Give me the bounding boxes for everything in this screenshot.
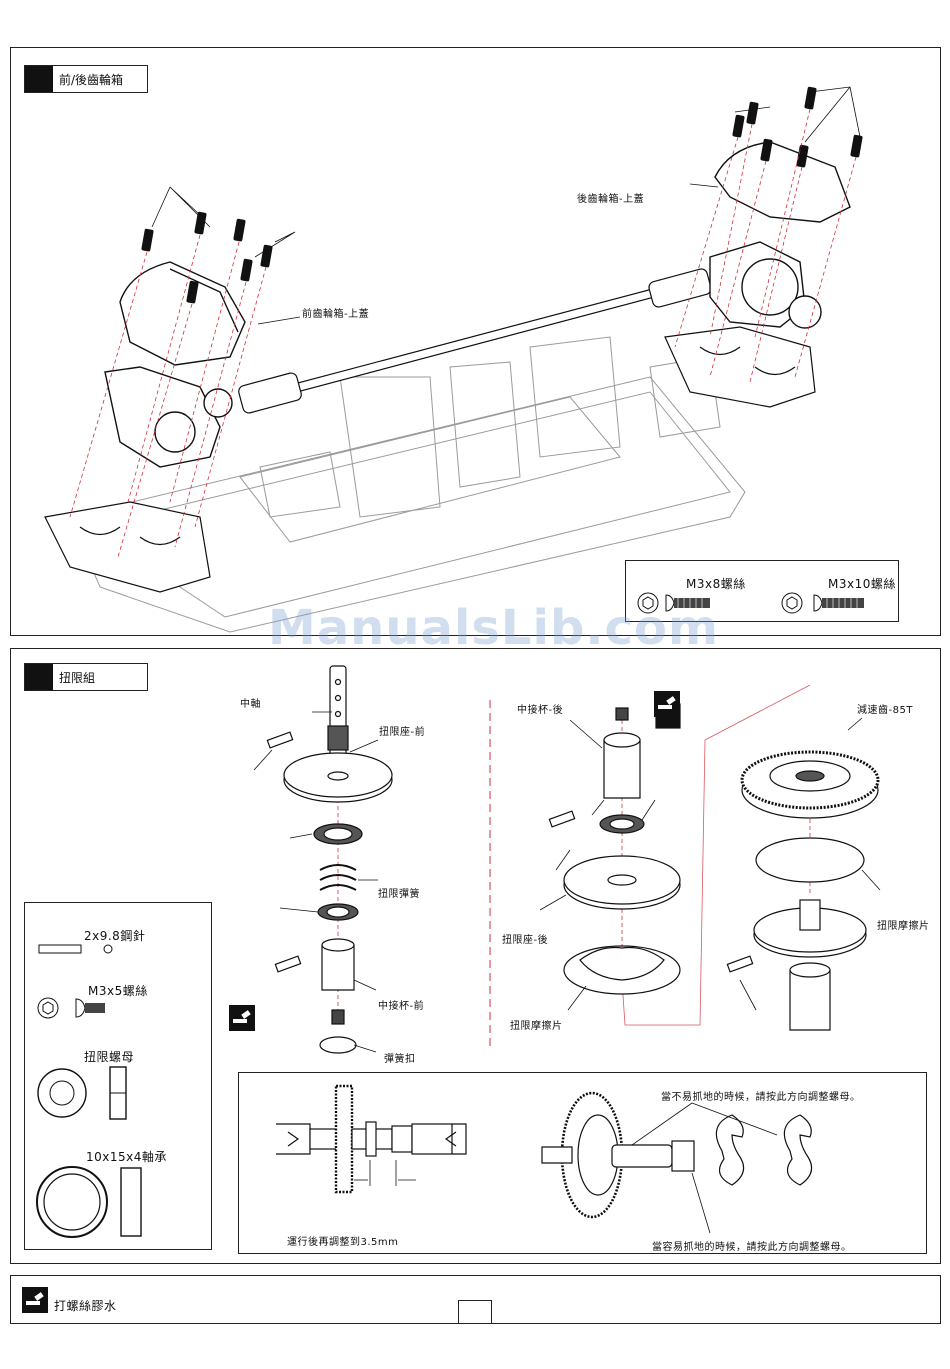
slipper-front-exploded-diagram [250,660,470,1060]
label-center-cup-front: 中接杯-前 [378,997,424,1012]
m3x5-screw-icon [36,995,116,1021]
label-tighten-note: 當不易抓地的時候，請按此方向調整螺母。 [661,1088,861,1103]
footer-glue-label: 打螺絲膠水 [54,1297,117,1314]
label-slipper-seat-front: 扭限座-前 [379,723,425,738]
label-spur-gear: 減速齒-85T [857,701,913,716]
gearbox-assembly-diagram [10,47,939,634]
label-bearing: 10x15x4軸承 [86,1148,167,1165]
label-slipper-spring: 扭限彈簧 [378,885,420,900]
bearing-icon [36,1164,146,1240]
label-center-shaft: 中軸 [240,695,261,710]
section-slipper-title: 扭限組 [59,669,95,686]
label-center-cup-rear: 中接杯-後 [517,701,563,716]
section-number-block [25,664,53,690]
slipper-nut-icon [36,1063,136,1123]
label-slipper-seat-rear: 扭限座-後 [502,931,548,946]
label-front-gearbox-cover: 前齒輪箱-上蓋 [302,305,369,320]
label-friction-pad-right: 扭限摩擦片 [877,917,930,932]
slipper-gap-diagram [270,1082,470,1202]
label-loosen-note: 當容易抓地的時候，請按此方向調整螺母。 [652,1238,852,1253]
label-gap-note: 運行後再調整到3.5mm [287,1233,398,1248]
m3x10-screw-icon [812,592,868,614]
pin-icon [38,942,118,956]
hex-socket-icon [780,591,804,615]
label-spring-clip: 彈簧扣 [384,1050,416,1065]
section-slipper-header: 扭限組 [24,663,148,691]
slipper-adjust-diagram [532,1085,832,1215]
divider-line [488,700,492,1050]
label-m3x8-screw: M3x8螺絲 [686,575,746,592]
label-friction-pad-left: 扭限摩擦片 [510,1017,563,1032]
thread-lock-icon [654,691,680,717]
slipper-rear-exploded-diagram [500,680,940,1040]
label-m3x10-screw: M3x10螺絲 [828,575,896,592]
label-rear-gearbox-cover: 後齒輪箱-上蓋 [577,190,644,205]
page-number-tab [458,1300,492,1323]
thread-lock-icon [22,1287,48,1313]
